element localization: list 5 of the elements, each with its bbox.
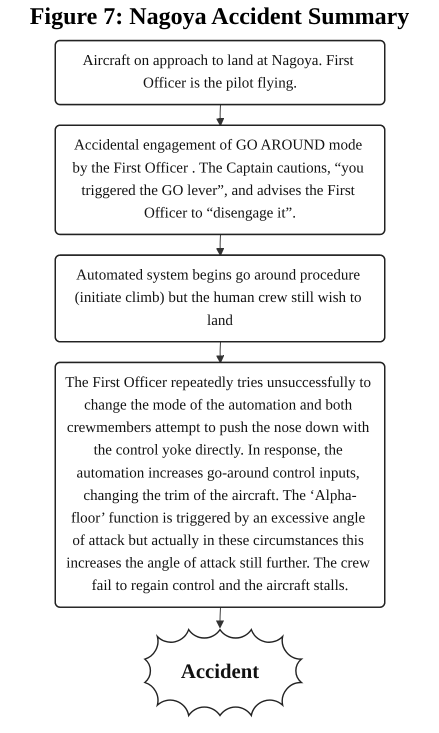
arrow xyxy=(216,342,224,364)
arrow xyxy=(216,234,224,256)
arrow xyxy=(215,607,224,628)
figure-title: Figure 7: Nagoya Accident Summary xyxy=(28,4,410,31)
arrow xyxy=(216,104,224,126)
